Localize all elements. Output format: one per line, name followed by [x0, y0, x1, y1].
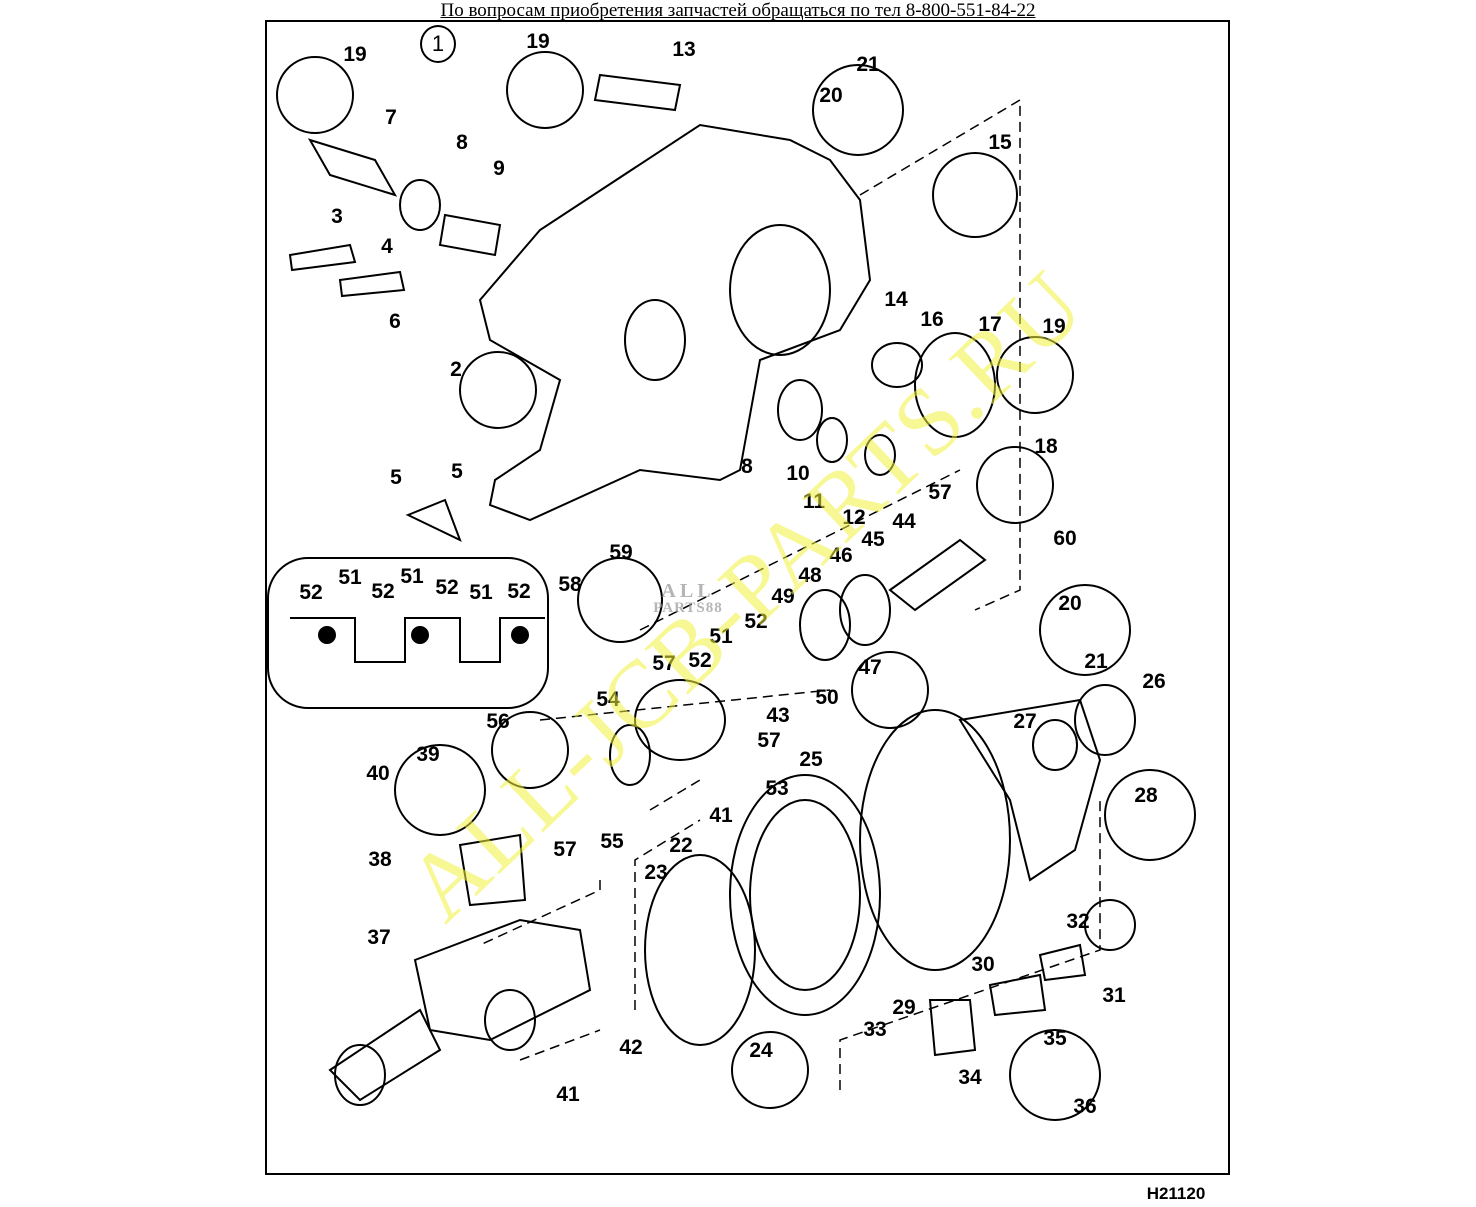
part-callout-label: 36 [1073, 1095, 1097, 1118]
part-callout-label: 52 [744, 610, 768, 633]
part-callout-label: 37 [367, 926, 391, 949]
part-callout-label: 41 [556, 1083, 580, 1106]
part-callout-label: 19 [526, 30, 550, 53]
part-callout-label: 14 [884, 288, 908, 311]
part-callout-label: 12 [842, 506, 866, 529]
watermark-logo-top: ALL [661, 580, 715, 602]
part-callout-label: 8 [741, 455, 753, 478]
part-callout-label: 53 [765, 777, 789, 800]
part-callout-label: 4 [381, 235, 393, 258]
watermark-logo-bottom: PARTS88 [653, 600, 723, 616]
part-callout-label: 57 [928, 481, 952, 504]
part-callout-label: 40 [366, 762, 390, 785]
part-callout-label: 7 [385, 106, 397, 129]
part-callout-label: 9 [493, 157, 505, 180]
part-callout-label: 42 [619, 1036, 643, 1059]
part-callout-label: 58 [558, 573, 582, 596]
part-callout-label: 46 [829, 544, 853, 567]
part-callout-label: 57 [652, 652, 676, 675]
part-callout-label: 22 [669, 834, 693, 857]
part-callout-label: 31 [1102, 984, 1126, 1007]
part-callout-label: 13 [672, 38, 696, 61]
diagram-frame [265, 20, 1230, 1175]
part-callout-label: 55 [600, 830, 624, 853]
part-callout-label: 8 [456, 131, 468, 154]
part-callout-label: 48 [798, 564, 822, 587]
part-callout-label: 2 [450, 358, 462, 381]
part-callout-label: 19 [343, 43, 367, 66]
part-callout-label: 54 [596, 688, 620, 711]
inset-callout-label: 52 [507, 580, 531, 603]
part-callout-label: 21 [1084, 650, 1108, 673]
part-callout-label: 29 [892, 996, 916, 1019]
part-callout-label: 57 [757, 729, 781, 752]
part-callout-label: 50 [815, 686, 839, 709]
part-callout-label: 45 [861, 528, 885, 551]
inset-callout-label: 51 [469, 581, 493, 604]
part-callout-label: 34 [958, 1066, 982, 1089]
inset-callout-label: 52 [299, 581, 323, 604]
part-callout-label: 11 [802, 490, 826, 513]
part-callout-label: 49 [771, 585, 795, 608]
part-callout-label: 5 [390, 466, 402, 489]
part-callout-label: 26 [1142, 670, 1166, 693]
inset-callout-label: 51 [400, 565, 424, 588]
part-callout-label: 59 [609, 541, 633, 564]
part-callout-label: 47 [858, 656, 882, 679]
part-callout-label: 17 [978, 313, 1002, 336]
part-callout-label: 43 [766, 704, 790, 727]
part-callout-label: 10 [786, 462, 810, 485]
part-callout-label: 6 [389, 310, 401, 333]
part-callout-label: 23 [644, 861, 668, 884]
contact-header: По вопросам приобретения запчастей обращ… [440, 0, 1036, 21]
part-callout-label: 52 [688, 649, 712, 672]
reference-code: H21120 [1146, 1184, 1206, 1203]
part-callout-label: 32 [1066, 910, 1090, 933]
part-callout-label: 57 [553, 838, 577, 861]
inset-callout-label: 51 [338, 566, 362, 589]
part-callout-label: 51 [709, 625, 733, 648]
part-callout-label: 18 [1034, 435, 1058, 458]
figure-number: 1 [420, 25, 456, 63]
part-callout-label: 44 [892, 510, 916, 533]
part-callout-label: 20 [819, 84, 843, 107]
part-callout-label: 27 [1013, 710, 1037, 733]
inset-callout-label: 52 [435, 576, 459, 599]
part-callout-label: 39 [416, 743, 440, 766]
part-callout-label: 15 [988, 131, 1012, 154]
part-callout-label: 20 [1058, 592, 1082, 615]
part-callout-label: 25 [799, 748, 823, 771]
part-callout-label: 5 [451, 460, 463, 483]
watermark-logo: ALL PARTS88 [653, 580, 723, 617]
part-callout-label: 33 [863, 1018, 887, 1041]
part-callout-label: 41 [709, 804, 733, 827]
part-callout-label: 38 [368, 848, 392, 871]
part-callout-label: 19 [1042, 315, 1066, 338]
part-callout-label: 56 [486, 710, 510, 733]
part-callout-label: 60 [1053, 527, 1077, 550]
part-callout-label: 35 [1043, 1027, 1067, 1050]
part-callout-label: 30 [971, 953, 995, 976]
part-callout-label: 21 [856, 53, 880, 76]
inset-callout-label: 52 [371, 580, 395, 603]
part-callout-label: 3 [331, 205, 343, 228]
part-callout-label: 24 [749, 1039, 773, 1062]
part-callout-label: 16 [920, 308, 944, 331]
part-callout-label: 28 [1134, 784, 1158, 807]
